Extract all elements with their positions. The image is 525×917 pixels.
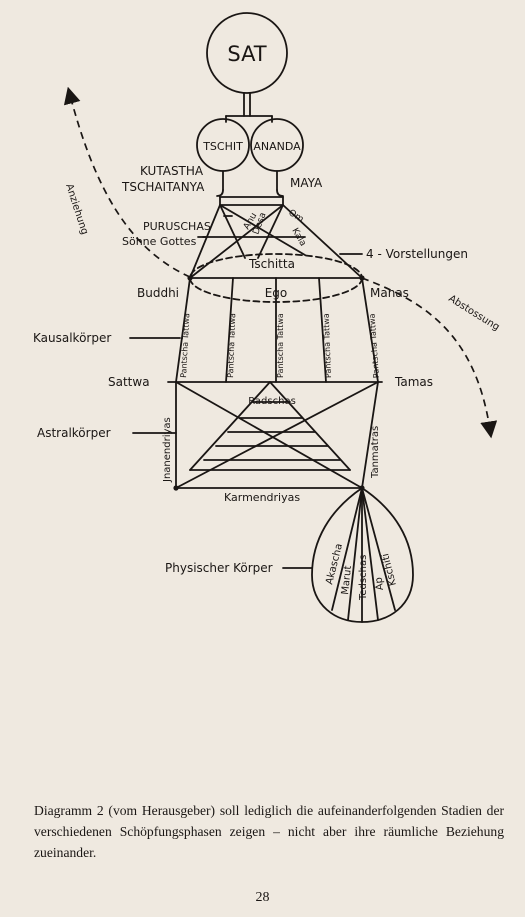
tschitta-label: Tschitta [248, 257, 295, 271]
sat-circle [206, 12, 288, 94]
karmendriyas-label: Karmendriyas [224, 491, 300, 504]
sat-label: SAT [227, 42, 266, 66]
ap-label: Ap [374, 577, 386, 591]
physischer-label: Physischer Körper [165, 561, 273, 575]
anziehung-label: Anziehung [63, 183, 90, 237]
pantscha-tattwa-label: Pantscha Tattwa [367, 313, 381, 378]
marut-label: Marut [340, 565, 354, 595]
pantscha-tattwa-label: Pantscha Tattwa [276, 313, 285, 378]
astral-label: Astralkörper [37, 426, 111, 440]
maya-label: MAYA [290, 176, 323, 190]
tschaitanya-label: TSCHAITANYA [121, 180, 205, 194]
puruschas-label: PURUSCHAS [143, 220, 211, 233]
pantscha-tattwa-label: Pantscha Tattwa [226, 313, 237, 378]
figure-caption: Diagramm 2 (vom Herausgeber) soll ledigl… [34, 803, 504, 860]
page-number: 28 [255, 890, 270, 905]
ego-label: Ego [265, 286, 288, 300]
tedschas-label: Tedschas [358, 555, 369, 601]
kausal-label: Kausalkörper [33, 331, 111, 345]
anziehung-arrow [63, 86, 191, 278]
abstossung-label: Abstossung [446, 293, 501, 333]
pantscha-tattwa-label: Pantscha Tattwa [322, 313, 333, 378]
sattwa-label: Sattwa [108, 375, 150, 389]
manas-label: Manas [370, 286, 409, 300]
jnanendriyas-label: Jnanendriyas [162, 417, 173, 483]
radschas-label: Radschas [248, 396, 296, 407]
kutastha-label: KUTASTHA [140, 164, 204, 178]
abstossung-arrow [361, 277, 498, 439]
vorstellungen-label: 4 - Vorstellungen [366, 247, 468, 261]
tschit-label: TSCHIT [202, 140, 243, 153]
tanmatras-label: Tanmatras [370, 426, 381, 479]
ananda-label: ANANDA [253, 140, 301, 153]
soehne-gottes-label: Söhne Gottes [122, 235, 197, 248]
tamas-label: Tamas [394, 375, 433, 389]
pantscha-tattwa-label: Pantscha Tattwa [179, 313, 191, 378]
creation-phases-diagram: SAT TSCHIT ANANDA KUTASTHA TSCHAITANYA M… [33, 12, 501, 623]
buddhi-label: Buddhi [137, 286, 179, 300]
